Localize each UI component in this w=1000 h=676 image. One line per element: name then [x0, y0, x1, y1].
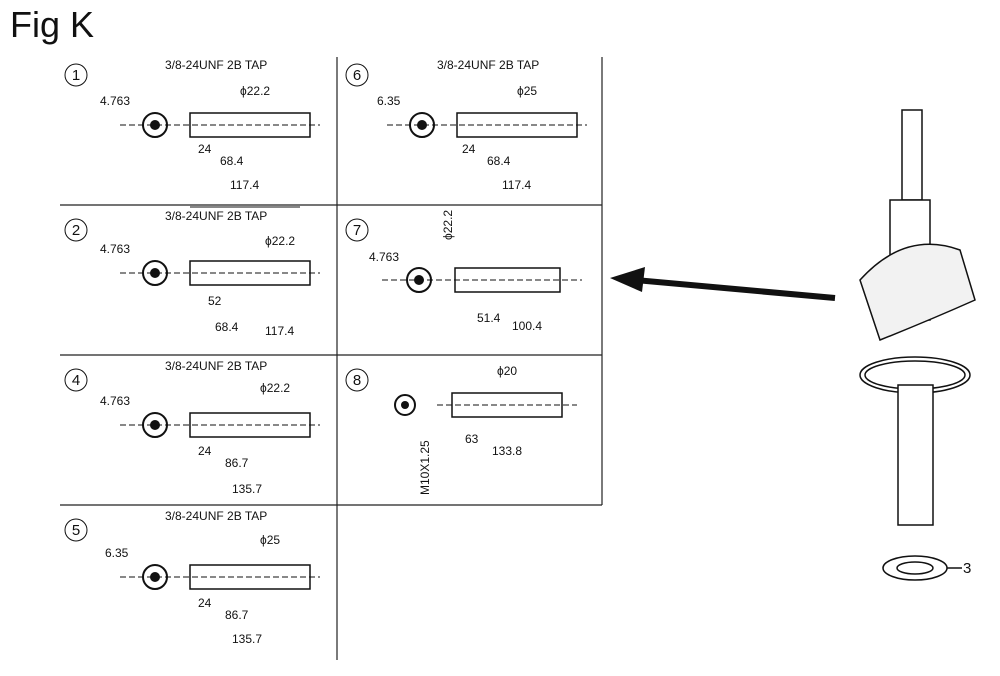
diameter-dim: ϕ22.2	[240, 84, 270, 98]
thread-spec: 3/8-24UNF 2B TAP	[165, 58, 267, 72]
dim-a: 24	[198, 142, 212, 156]
panel-8: 8 ϕ20 M10X1.25 63 133.8	[345, 364, 577, 495]
panel-6: 6 3/8-24UNF 2B TAP 6.35 ϕ25 24 68.4 117.…	[345, 58, 587, 192]
offset-dim: 6.35	[105, 546, 129, 560]
offset-dim: 6.35	[377, 94, 401, 108]
dim-b: 68.4	[215, 320, 239, 334]
dim-c: 135.7	[232, 482, 262, 496]
thread-spec: 3/8-24UNF 2B TAP	[165, 509, 267, 523]
offset-dim: 4.763	[369, 250, 399, 264]
dim-c: 135.7	[232, 632, 262, 646]
offset-dim: 4.763	[100, 242, 130, 256]
dim-c: 133.8	[492, 444, 522, 458]
thread-spec: 3/8-24UNF 2B TAP	[437, 58, 539, 72]
figure-title: Fig K	[10, 4, 95, 45]
pointer-arrow	[610, 267, 836, 301]
offset-dim: 4.763	[100, 94, 130, 108]
panel-grid	[60, 57, 603, 660]
dim-b: 51.4	[477, 311, 501, 325]
panel-number: 8	[353, 372, 361, 389]
thread-spec: M10X1.25	[418, 440, 432, 495]
dim-c: 117.4	[502, 178, 531, 192]
dim-b: 68.4	[220, 154, 244, 168]
panel-number: 2	[72, 222, 80, 239]
dim-b: 68.4	[487, 154, 511, 168]
dim-c: 117.4	[265, 324, 294, 338]
dim-a: 52	[208, 294, 222, 308]
panel-number: 1	[72, 67, 80, 84]
crankshaft-illustration	[859, 109, 976, 581]
offset-dim: 4.763	[100, 394, 130, 408]
dim-c: 100.4	[512, 319, 542, 333]
diameter-dim: ϕ22.2	[441, 210, 455, 240]
diameter-dim: ϕ22.2	[265, 234, 295, 248]
diameter-dim: ϕ22.2	[260, 381, 290, 395]
diameter-dim: ϕ25	[260, 533, 280, 547]
dim-b: 63	[465, 432, 479, 446]
panel-number: 4	[72, 372, 80, 389]
panel-1: 1 3/8-24UNF 2B TAP 4.763 ϕ22.2 24 68.4 1…	[64, 58, 320, 208]
part-callout: 3	[963, 560, 971, 577]
dim-b: 86.7	[225, 456, 249, 470]
panel-2: 2 3/8-24UNF 2B TAP 4.763 ϕ22.2 52 68.4 1…	[64, 209, 320, 338]
diameter-dim: ϕ25	[517, 84, 537, 98]
panel-7: 7 4.763 ϕ22.2 51.4 100.4	[345, 210, 582, 333]
panel-number: 5	[72, 522, 80, 539]
panel-number-circle	[64, 63, 88, 87]
panel-4: 4 3/8-24UNF 2B TAP 4.763 ϕ22.2 24 86.7 1…	[64, 359, 320, 496]
panel-number: 7	[353, 222, 361, 239]
dim-a: 24	[198, 444, 212, 458]
dim-a: 24	[462, 142, 476, 156]
thread-spec: 3/8-24UNF 2B TAP	[165, 359, 267, 373]
thread-spec: 3/8-24UNF 2B TAP	[165, 209, 267, 223]
panel-number: 6	[353, 67, 361, 84]
dim-c: 117.4	[230, 178, 259, 192]
dim-a: 24	[198, 596, 212, 610]
panel-5: 5 3/8-24UNF 2B TAP 6.35 ϕ25 24 86.7 135.…	[64, 509, 320, 646]
dim-b: 86.7	[225, 608, 249, 622]
diameter-dim: ϕ20	[497, 364, 517, 378]
